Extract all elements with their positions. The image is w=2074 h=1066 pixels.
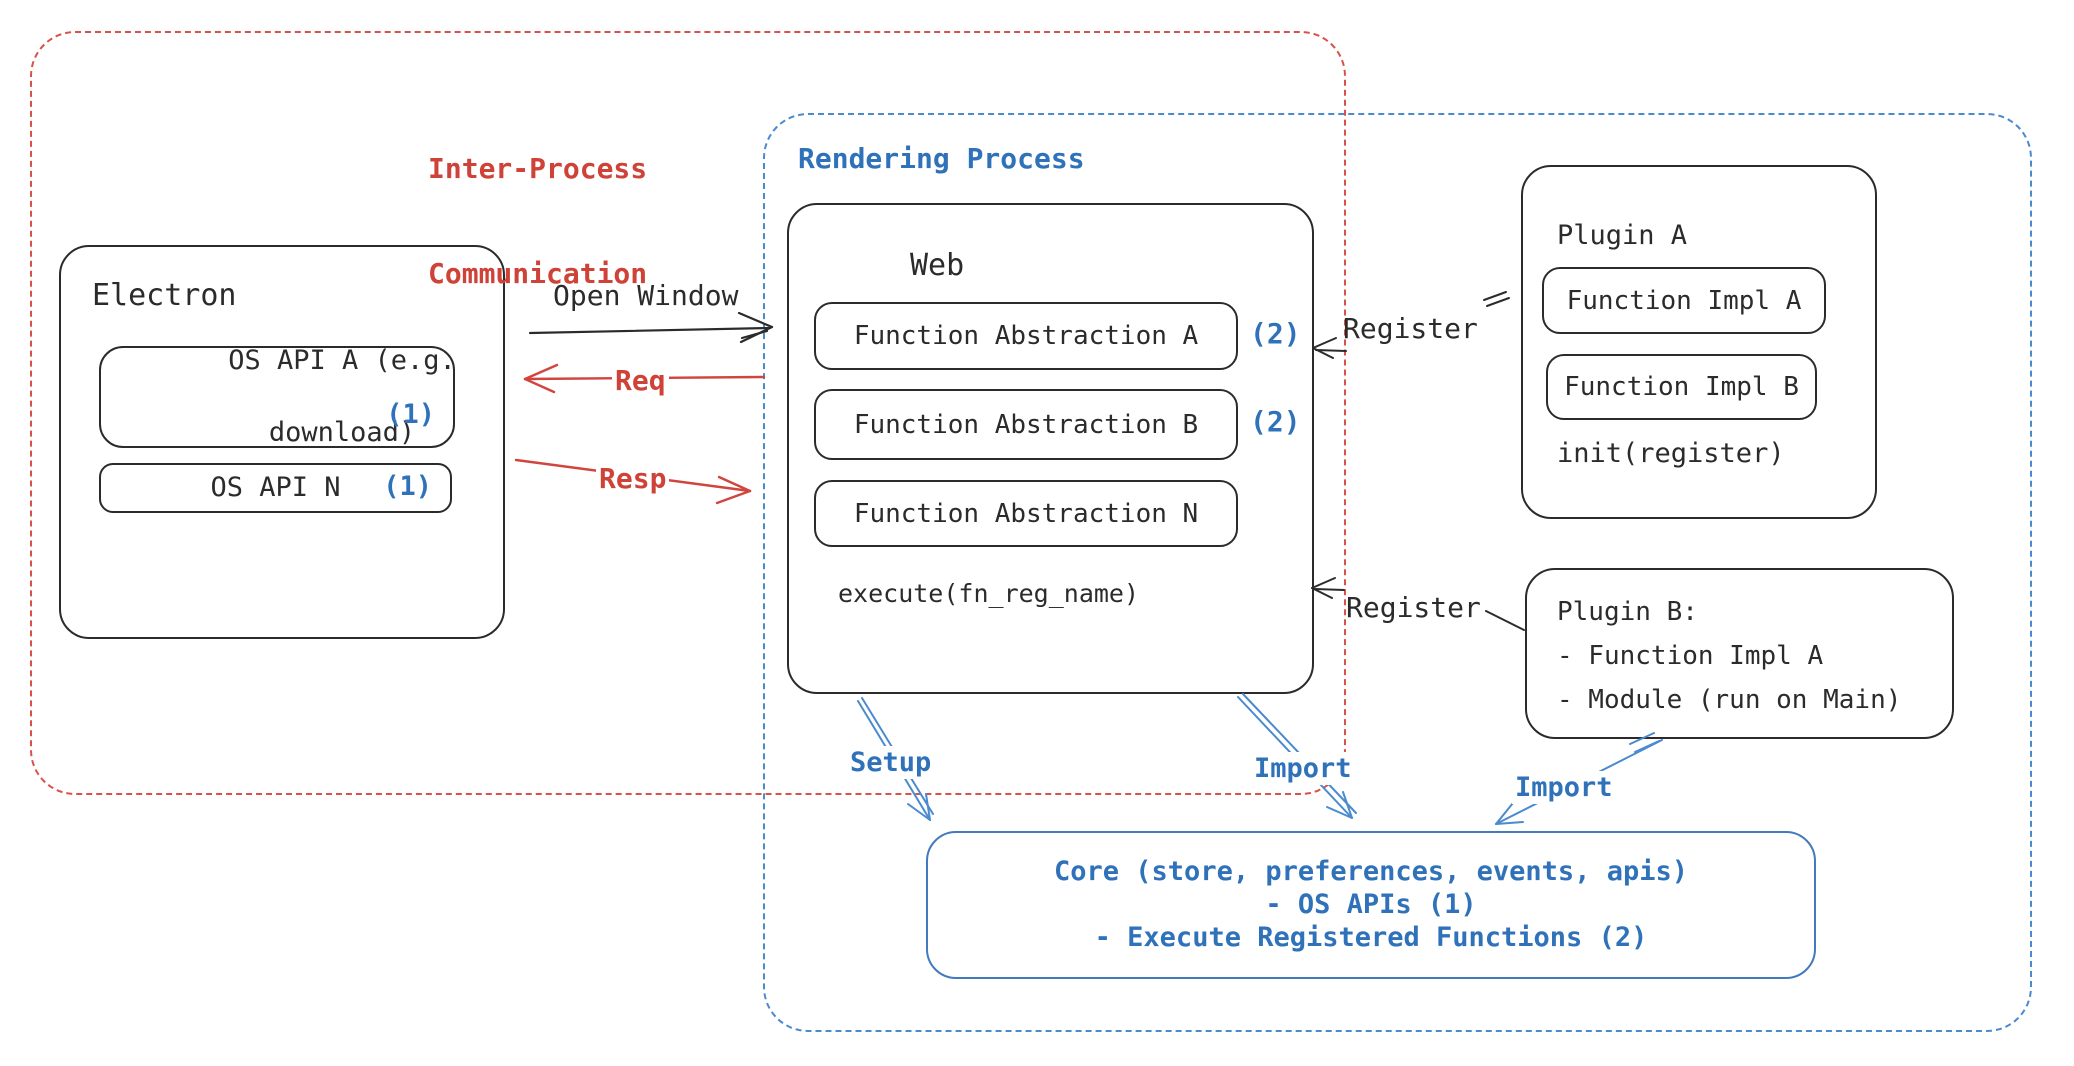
import-plugin-label: Import <box>1512 771 1616 804</box>
os-api-a-badge: (1) <box>386 399 435 430</box>
function-impl-b-label: Function Impl B <box>1564 372 1799 402</box>
function-impl-a-label: Function Impl A <box>1566 285 1802 316</box>
function-abstraction-b-label: Function Abstraction B <box>853 409 1199 440</box>
function-impl-a-box: Function Impl A <box>1542 267 1826 334</box>
register-top-label: Register <box>1343 312 1478 345</box>
rendering-region-label: Rendering Process <box>798 142 1085 175</box>
function-abstraction-b-box: Function Abstraction B <box>814 389 1238 460</box>
os-api-n-box: OS API N (1) <box>99 463 452 513</box>
plugin-a-box: Plugin A Function Impl A Function Impl B… <box>1521 165 1877 519</box>
os-api-a-box: OS API A (e.g. download) (1) <box>99 345 456 448</box>
function-abstraction-a-box: Function Abstraction A <box>814 302 1238 370</box>
electron-title: Electron <box>92 278 237 313</box>
web-title: Web <box>910 248 965 283</box>
core-line3: - Execute Registered Functions (2) <box>1094 922 1648 953</box>
core-box: Core (store, preferences, events, apis) … <box>926 831 1816 979</box>
plugin-b-line3: - Module (run on Main) <box>1557 685 1902 715</box>
function-abstraction-n-box: Function Abstraction N <box>814 480 1238 547</box>
electron-box: Electron OS API A (e.g. download) (1) OS… <box>59 245 505 639</box>
os-api-n-label: OS API N <box>210 472 341 503</box>
ipc-region-label: Inter-Process Communication <box>428 84 647 359</box>
plugin-b-line2: - Function Impl A <box>1557 641 1824 671</box>
function-abstraction-b-badge: (2) <box>1250 405 1301 438</box>
web-box: Web Function Abstraction A (2) Function … <box>787 203 1314 694</box>
plugin-a-init-label: init(register) <box>1557 438 1785 469</box>
setup-label: Setup <box>847 746 935 779</box>
ipc-region-box <box>30 31 1346 795</box>
os-api-n-badge: (1) <box>383 471 432 502</box>
rendering-region-box <box>763 113 2032 1032</box>
plugin-b-line1: Plugin B: <box>1557 597 1698 627</box>
plugin-a-title: Plugin A <box>1557 220 1688 251</box>
register-bottom-label: Register <box>1346 591 1481 624</box>
plugin-b-box: Plugin B: - Function Impl A - Module (ru… <box>1525 568 1954 739</box>
os-api-a-line1: OS API A (e.g. <box>228 345 456 376</box>
function-abstraction-a-badge: (2) <box>1250 317 1301 350</box>
import-web-label: Import <box>1251 752 1355 785</box>
function-abstraction-a-label: Function Abstraction A <box>853 321 1199 351</box>
os-api-a-line2: download) <box>268 417 416 448</box>
open-window-label: Open Window <box>553 279 739 312</box>
req-label: Req <box>612 364 669 398</box>
ipc-label-line1: Inter-Process <box>428 152 648 185</box>
function-impl-b-box: Function Impl B <box>1546 354 1817 420</box>
ipc-label-line2: Communication <box>428 257 648 290</box>
web-execute-label: execute(fn_reg_name) <box>838 579 1140 608</box>
core-line2: - OS APIs (1) <box>1265 889 1477 920</box>
function-abstraction-n-label: Function Abstraction N <box>853 498 1199 529</box>
resp-label: Resp <box>596 462 670 496</box>
os-api-a-label: OS API A (e.g. download) <box>98 307 456 487</box>
core-line1: Core (store, preferences, events, apis) <box>1054 856 1688 887</box>
